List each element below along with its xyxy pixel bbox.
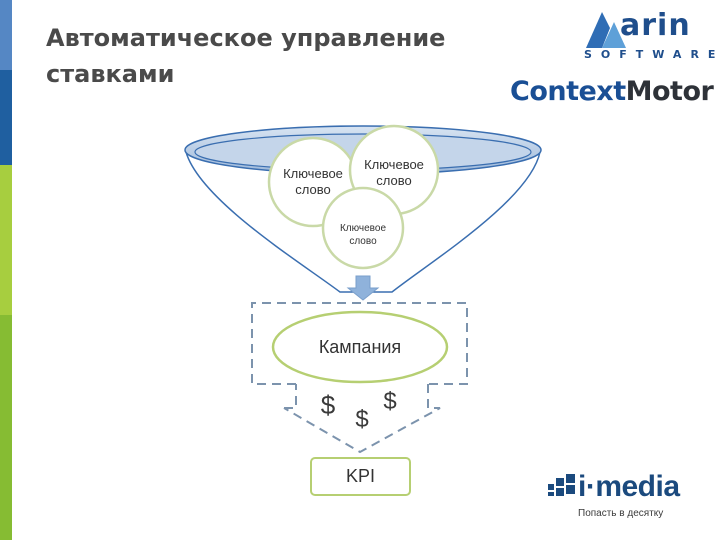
contextmotor-logo: ContextMotor: [510, 76, 714, 107]
kpi-label: KPI: [345, 466, 375, 486]
keyword-circle-bottom: [321, 186, 405, 270]
dollar-3: $: [383, 388, 397, 415]
accent-bar: [0, 0, 12, 540]
keyword-label-right: Ключевое слово: [364, 157, 424, 188]
marin-subtitle: SOFTWARE: [584, 48, 720, 61]
imedia-tagline: Попасть в десятку: [578, 508, 664, 519]
dollar-1: $: [320, 390, 336, 420]
marin-wordmark: arin: [620, 8, 691, 43]
kpi-box: [310, 457, 411, 496]
campaign-dashed-frame: [251, 302, 468, 385]
dollar-2: $: [355, 406, 369, 433]
marin-software-logo: arin SOFTWARE: [580, 6, 715, 66]
imedia-wordmark: i·media: [578, 470, 680, 503]
keyword-label-left: Ключевое слово: [283, 166, 343, 197]
slide-title: Автоматическое управление ставками: [46, 24, 446, 88]
contextmotor-part2: Motor: [625, 76, 714, 107]
campaign-label: Кампания: [318, 337, 402, 357]
down-arrow: [346, 275, 380, 301]
imedia-logo: i·media Попасть в десятку: [548, 470, 698, 524]
campaign-ellipse: [271, 310, 449, 384]
keyword-label-bottom: Ключевое слово: [339, 223, 387, 247]
kpi-dashed-lines: [283, 384, 441, 454]
contextmotor-part1: Context: [510, 76, 626, 107]
marin-m-icon: [586, 12, 626, 48]
